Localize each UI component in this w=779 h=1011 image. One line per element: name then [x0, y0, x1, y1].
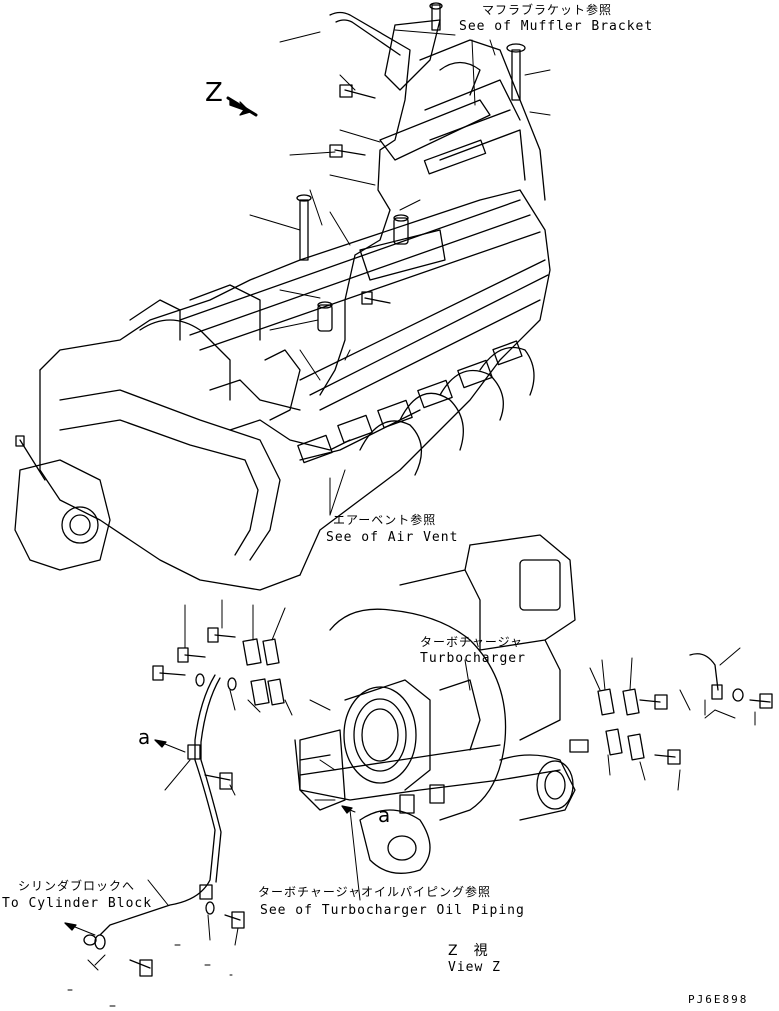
turbocharger-en: Turbocharger [420, 651, 526, 666]
cylinder-block-jp: シリンダブロックへ [18, 879, 136, 893]
view-title-jp: Z 視 [448, 943, 489, 959]
muffler-bracket-jp: マフラブラケット参照 [482, 3, 613, 17]
turbo-oil-piping-jp: ターボチャージャオイルパイピング参照 [258, 885, 492, 899]
drawing-code: PJ6E898 [688, 993, 749, 1006]
a-marker-left: a [138, 725, 151, 749]
engine-upper-view [15, 3, 550, 590]
z-view-arrow [228, 98, 256, 115]
z-marker: Z [205, 78, 223, 108]
cylinder-block-en: To Cylinder Block [2, 896, 153, 911]
turbo-lower-view [295, 535, 575, 873]
muffler-bracket-en: See of Muffler Bracket [459, 19, 654, 34]
view-title-en: View Z [448, 960, 501, 975]
a-arrows [65, 740, 355, 935]
leader-lines-lower [68, 600, 755, 1006]
air-vent-jp: エアーベント参照 [333, 513, 437, 527]
air-vent-en: See of Air Vent [326, 530, 459, 545]
a-marker-right: a [378, 803, 391, 827]
exploded-parts [84, 628, 772, 976]
turbocharger-jp: ターボチャージャ [420, 635, 524, 649]
turbo-oil-piping-en: See of Turbocharger Oil Piping [260, 903, 525, 918]
leader-lines-upper [250, 30, 550, 515]
